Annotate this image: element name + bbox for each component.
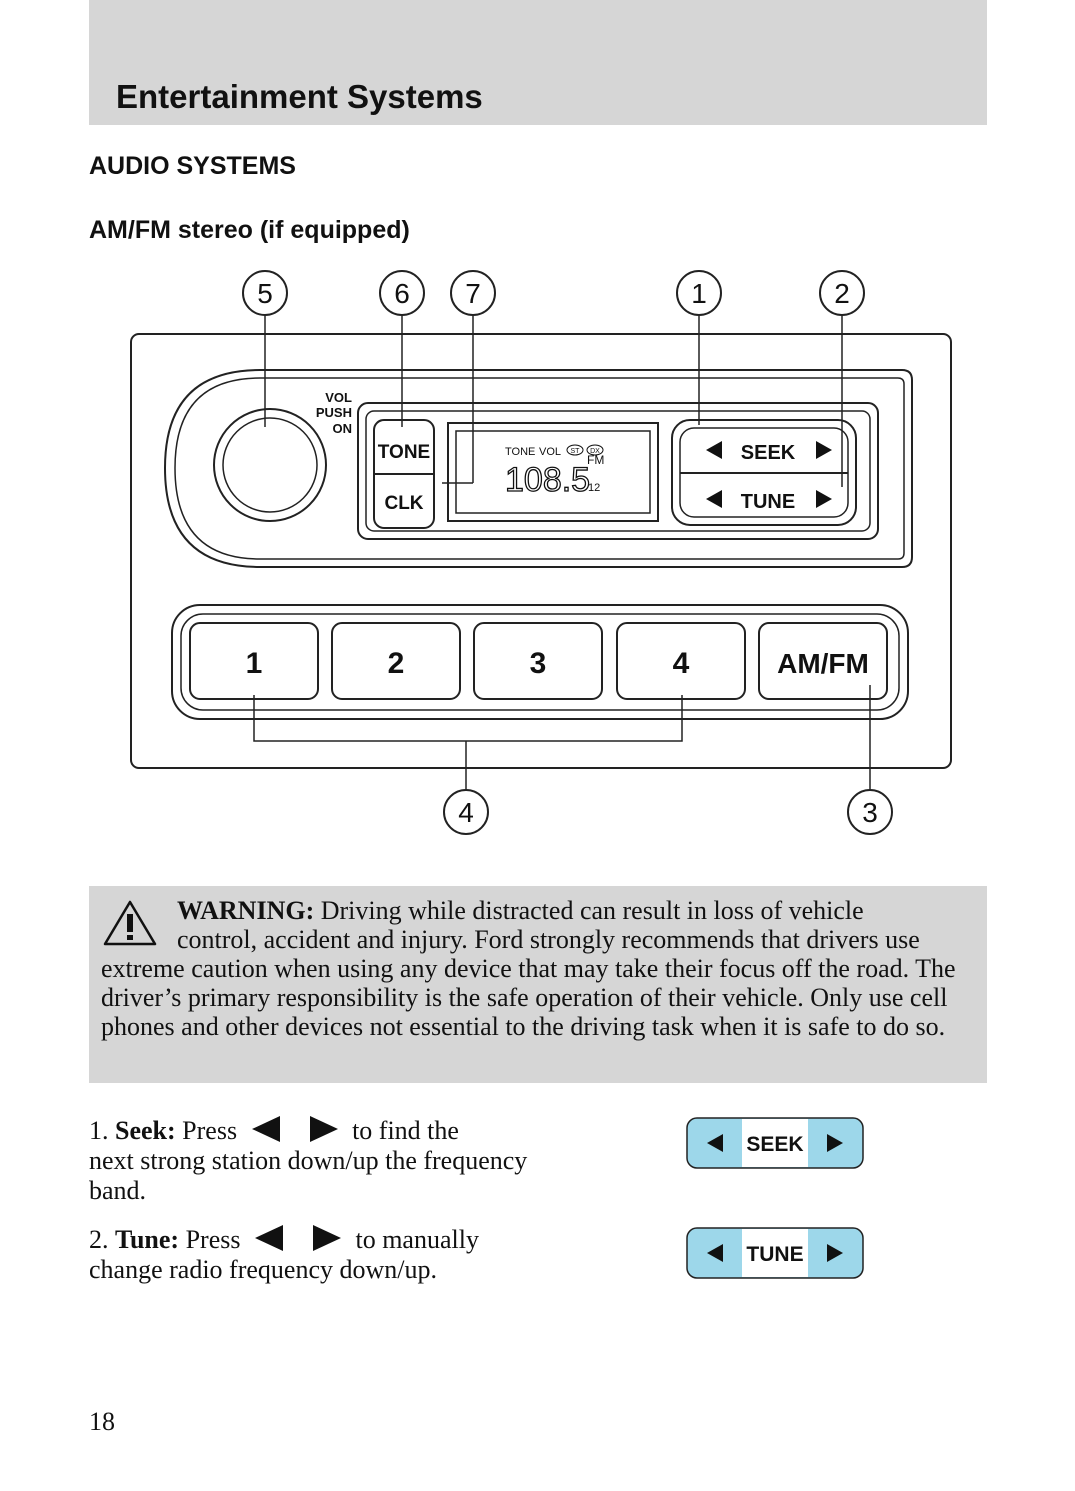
display-dx: DX [590, 448, 600, 455]
tune-button-graphic: TUNE [686, 1227, 864, 1279]
preset-label-1: 1 [246, 647, 263, 680]
callout-5: 5 [257, 278, 273, 309]
display-frequency: 108.5 [505, 461, 590, 499]
callout-7: 7 [465, 278, 481, 309]
seek-tune-rocker[interactable] [671, 419, 857, 526]
warning-triangle-icon [103, 900, 157, 946]
seek-up-icon [827, 1134, 843, 1152]
seek-up-icon[interactable] [816, 441, 832, 459]
item-press-text: Press [182, 1116, 238, 1145]
seek-label: SEEK [741, 442, 796, 464]
warning-text: WARNING: Driving while distracted can re… [101, 896, 973, 1041]
item-lead-text: to find the [352, 1116, 459, 1145]
tune-up-icon[interactable] [816, 490, 832, 508]
callout-3: 3 [862, 797, 878, 828]
preset-label-2: 2 [388, 647, 405, 680]
tune-up-icon [827, 1244, 843, 1262]
preset-button-3[interactable] [473, 622, 603, 700]
am-fm-label: AM/FM [777, 648, 869, 679]
display-preset: 12 [588, 482, 600, 494]
callout-2: 2 [834, 278, 850, 309]
seek-button-label: SEEK [746, 1133, 803, 1156]
warning-label: WARNING: [177, 896, 315, 925]
tune-label: TUNE [741, 491, 795, 513]
callout-6: 6 [394, 278, 410, 309]
section-title: Entertainment Systems [116, 78, 483, 115]
item-term: Tune: [115, 1225, 180, 1254]
callout-4: 4 [458, 797, 474, 828]
warning-first-line: Driving while distracted can result in l… [314, 896, 864, 925]
tune-button-label: TUNE [746, 1243, 803, 1266]
warning-body: control, accident and injury. Ford stron… [101, 925, 956, 1041]
warning-box: WARNING: Driving while distracted can re… [89, 886, 987, 1083]
volume-knob[interactable] [213, 408, 327, 522]
seek-arrows-icon [251, 1116, 338, 1142]
display-tone: TONE [505, 446, 535, 458]
display-band: FM [587, 453, 604, 467]
tune-description: 2. Tune: Press to manually change radio … [89, 1224, 559, 1285]
item-number: 1. [89, 1116, 109, 1145]
preset-button-2[interactable] [331, 622, 461, 700]
heading-am-fm-stereo: AM/FM stereo (if equipped) [89, 216, 410, 244]
seek-button-graphic: SEEK [686, 1117, 864, 1169]
tune-down-icon[interactable] [706, 490, 722, 508]
am-fm-button[interactable] [758, 622, 888, 700]
item-lead-text: to manually [355, 1225, 479, 1254]
callout-1: 1 [691, 278, 707, 309]
preset-button-4[interactable] [616, 622, 746, 700]
item-number: 2. [89, 1225, 109, 1254]
page-number: 18 [89, 1407, 115, 1436]
tone-label: TONE [378, 442, 430, 463]
item-rest-text: change radio frequency down/up. [89, 1255, 437, 1284]
item-term: Seek: [115, 1116, 176, 1145]
heading-audio-systems: AUDIO SYSTEMS [89, 152, 296, 180]
item-rest-text: next strong station down/up the frequenc… [89, 1146, 528, 1205]
seek-description: 1. Seek: Press to find the next strong s… [89, 1115, 559, 1206]
knob-label-push: PUSH [316, 405, 352, 420]
item-press-text: Press [185, 1225, 241, 1254]
display-st: ST [571, 448, 581, 455]
preset-label-3: 3 [530, 647, 547, 680]
display-vol: VOL [539, 446, 561, 458]
seek-down-icon[interactable] [706, 441, 722, 459]
seek-down-icon [707, 1134, 723, 1152]
preset-label-4: 4 [673, 647, 690, 680]
tune-down-icon [707, 1244, 723, 1262]
section-header-band: Entertainment Systems [89, 0, 987, 125]
radio-diagram: 5 6 7 1 2 4 3 VOL PUSH ON TONE CLK TONE … [120, 265, 960, 850]
clk-label: CLK [384, 493, 423, 514]
tune-arrows-icon [254, 1225, 341, 1251]
radio-faceplate [130, 333, 952, 769]
knob-label-vol: VOL [325, 390, 352, 405]
knob-label-on: ON [333, 421, 353, 436]
radio-display [447, 422, 659, 522]
